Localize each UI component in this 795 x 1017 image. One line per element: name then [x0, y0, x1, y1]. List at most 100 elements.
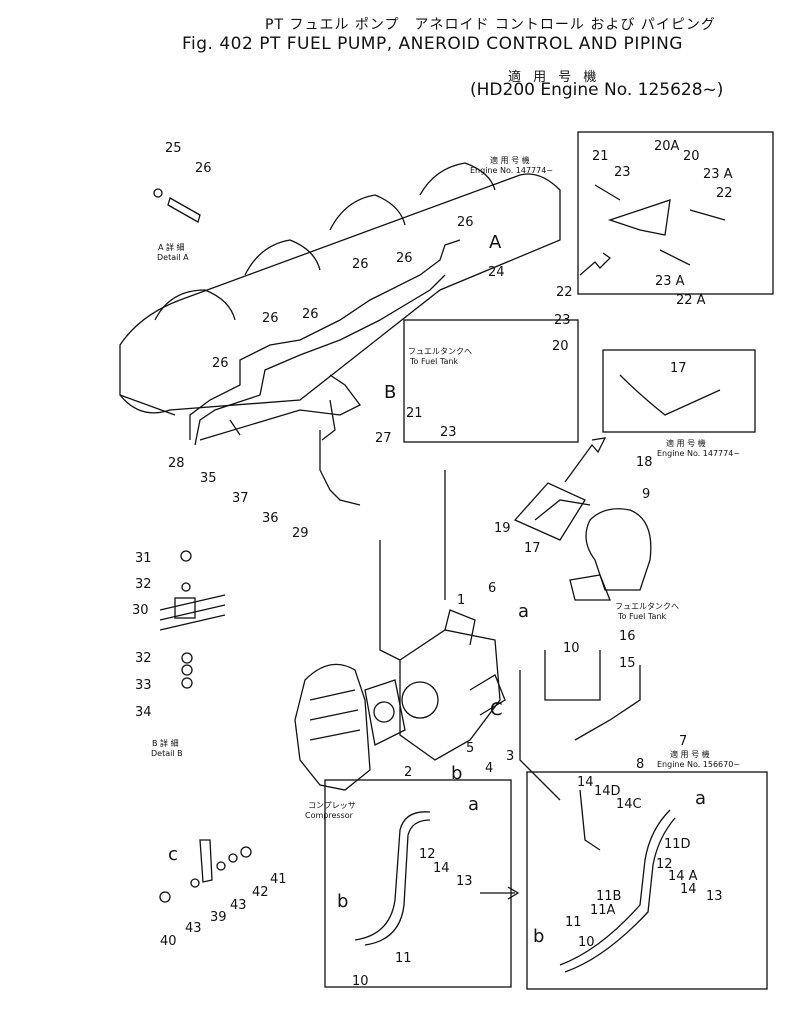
compressor: [294, 663, 371, 791]
callout-27: 27: [375, 431, 392, 446]
callout-11: 11: [565, 915, 582, 930]
callout-37: 37: [232, 491, 249, 506]
applicability-japanese: 適 用 号 機: [508, 70, 601, 85]
fuel-tank-en: To Fuel Tank: [409, 357, 458, 366]
marker-b: b: [533, 926, 544, 947]
callout-26: 26: [352, 257, 369, 272]
callout-34: 34: [135, 705, 152, 720]
callout-10: 10: [563, 641, 580, 656]
callout-14: 14: [680, 882, 697, 897]
callout-32: 32: [135, 651, 152, 666]
callout-23: 23: [614, 165, 631, 180]
callout-10: 10: [578, 935, 595, 950]
callout-22a: 22 A: [676, 293, 706, 308]
inset-lower-left: [324, 779, 512, 988]
callout-1: 1: [457, 593, 465, 608]
inset-lower-right: [526, 771, 768, 990]
marker-B: B: [384, 382, 396, 403]
inset-2-jp: 適 用 号 機: [666, 438, 706, 448]
compressor-en: Compressor: [305, 811, 354, 820]
callout-12: 12: [656, 857, 673, 872]
callout-33: 33: [135, 678, 152, 693]
callout-11b: 11B: [596, 889, 621, 904]
callout-13: 13: [706, 889, 723, 904]
callout-11d: 11D: [664, 837, 691, 852]
callout-9: 9: [642, 487, 650, 502]
marker-a: a: [468, 794, 479, 815]
fuel-tank-jp: フュエルタンクへ: [615, 602, 679, 611]
compressor-jp: コンプレッサ: [308, 801, 356, 810]
callout-26: 26: [457, 215, 474, 230]
detail-a-en: Detail A: [157, 253, 189, 262]
callout-31: 31: [135, 551, 152, 566]
title-japanese: PT フュエル ポンプ アネロイド コントロール および パイピング: [265, 17, 716, 33]
callout-13: 13: [456, 874, 473, 889]
callout-35: 35: [200, 471, 217, 486]
inset-1-jp: 適 用 号 機: [490, 155, 530, 165]
callout-15: 15: [619, 656, 636, 671]
callout-26: 26: [262, 311, 279, 326]
callout-20a: 20A: [654, 139, 680, 154]
callout-22: 22: [556, 285, 573, 300]
fuel-pump: [399, 609, 506, 761]
aneroid-filter: [569, 508, 652, 601]
callout-18: 18: [636, 455, 653, 470]
callout-36: 36: [262, 511, 279, 526]
marker-C: C: [490, 699, 503, 720]
callout-23: 23: [440, 425, 457, 440]
callout-26: 26: [302, 307, 319, 322]
callout-17: 17: [524, 541, 541, 556]
marker-b: b: [451, 763, 462, 784]
fuel-pipes: [189, 239, 461, 506]
marker-A: A: [489, 232, 502, 253]
callout-29: 29: [292, 526, 309, 541]
callout-30: 30: [132, 603, 149, 618]
arrow-to-inset-3: [480, 886, 520, 900]
callout-5: 5: [466, 741, 474, 756]
marker-a: a: [518, 601, 529, 622]
callout-39: 39: [210, 910, 227, 925]
arrow-to-inset-2: [564, 437, 607, 483]
detail-b-en: Detail B: [151, 749, 183, 758]
figure-title: Fig. 402 PT FUEL PUMP, ANEROID CONTROL A…: [182, 34, 683, 54]
callout-14d: 14D: [594, 784, 621, 799]
callout-26: 26: [212, 356, 229, 371]
callout-11a: 11A: [590, 903, 616, 918]
inset-3-engine: Engine No. 156670~: [657, 760, 740, 769]
inset-tube-small: [513, 482, 586, 541]
callout-19: 19: [494, 521, 511, 536]
fuel-tank-en: To Fuel Tank: [617, 612, 666, 621]
detail-b-jp: B 詳 細: [152, 738, 179, 748]
inset-bracket-147774: [577, 131, 774, 295]
callout-3: 3: [506, 749, 514, 764]
callout-22: 22: [716, 186, 733, 201]
callout-14: 14: [433, 861, 450, 876]
callout-42: 42: [252, 885, 269, 900]
callout-32: 32: [135, 577, 152, 592]
callout-20: 20: [552, 339, 569, 354]
callout-41: 41: [270, 872, 287, 887]
callout-23: 23: [554, 313, 571, 328]
inset-2-engine: Engine No. 147774~: [657, 449, 740, 458]
applicability-engine-number: (HD200 Engine No. 125628~): [470, 80, 724, 100]
inset-1-engine: Engine No. 147774~: [470, 166, 553, 175]
clamp-detail: [159, 550, 226, 689]
gasket: [364, 679, 406, 746]
callout-21: 21: [592, 149, 609, 164]
callout-25: 25: [165, 141, 182, 156]
callout-7: 7: [679, 734, 687, 749]
callout-21: 21: [406, 406, 423, 421]
callout-43: 43: [230, 898, 247, 913]
callout-40: 40: [160, 934, 177, 949]
callout-12: 12: [419, 847, 436, 862]
callout-11: 11: [395, 951, 412, 966]
callout-23a: 23 A: [703, 167, 733, 182]
bracket-c: [159, 839, 252, 903]
detail-a-jp: A 詳 細: [158, 242, 185, 252]
callout-23a: 23 A: [655, 274, 685, 289]
callout-10: 10: [352, 974, 369, 989]
fuel-tank-jp: フュエルタンクへ: [408, 347, 472, 356]
callout-6: 6: [488, 581, 496, 596]
callout-26: 26: [195, 161, 212, 176]
